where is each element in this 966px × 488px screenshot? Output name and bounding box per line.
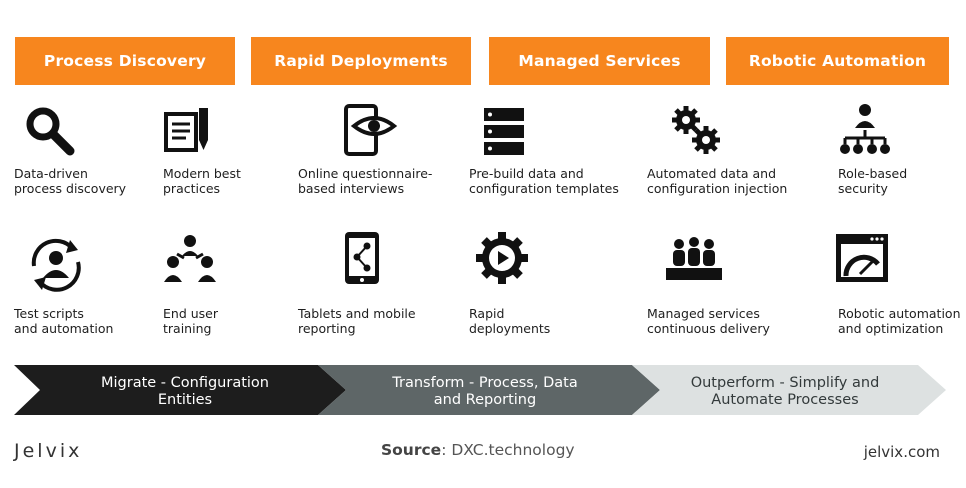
header-robotic-automation: Robotic Automation — [726, 37, 949, 85]
site-url: jelvix.com — [863, 443, 940, 461]
stage-arrows — [14, 365, 946, 415]
stage-arrow-migrate — [14, 365, 346, 415]
source-credit: Source: DXC.technology — [381, 441, 575, 459]
audience-icon — [664, 232, 724, 288]
header-process-discovery: Process Discovery — [15, 37, 235, 85]
user-cycle-icon — [26, 236, 86, 292]
gear-play-icon — [472, 230, 532, 286]
magnifier-icon — [22, 104, 82, 160]
gears-icon — [666, 102, 726, 158]
header-managed-services: Managed Services — [489, 37, 710, 85]
header-rapid-deployments: Rapid Deployments — [251, 37, 471, 85]
stage-arrow-outperform — [632, 365, 946, 415]
phone-share-icon — [333, 230, 393, 286]
server-stack-icon — [478, 104, 538, 160]
tablet-eye-icon — [340, 102, 400, 158]
stage-arrow-transform — [318, 365, 660, 415]
org-hierarchy-icon — [835, 102, 895, 158]
document-pen-icon — [158, 102, 218, 158]
caption-online-questionnaire: Online questionnaire-based interviews — [298, 166, 433, 196]
jelvix-logo: Jelvix — [14, 440, 83, 462]
browser-gauge-icon — [832, 230, 892, 286]
group-training-icon — [160, 232, 220, 288]
